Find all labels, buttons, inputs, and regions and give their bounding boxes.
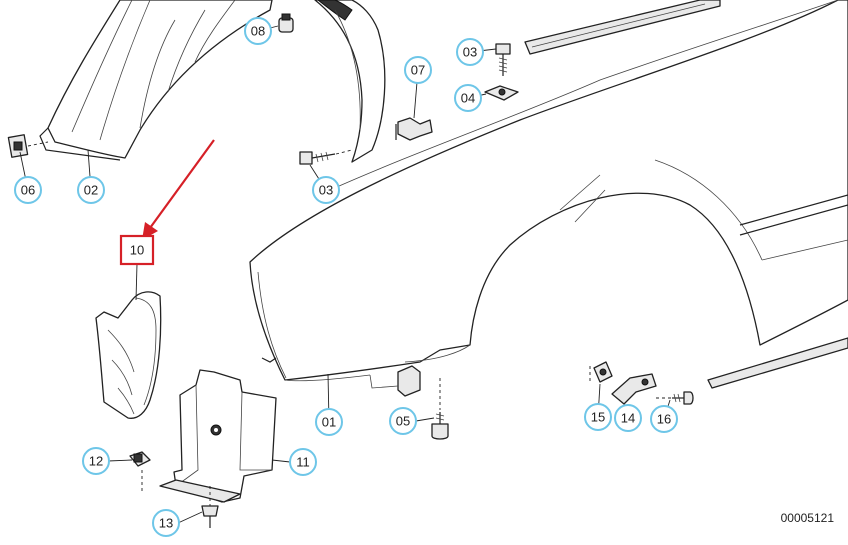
callout-16[interactable]: 16 [650,405,678,433]
highlight-arrow [142,139,215,240]
part-07-plastic-rivet[interactable] [395,117,433,141]
svg-text:03: 03 [463,45,477,60]
svg-text:01: 01 [322,415,336,430]
inner-arch-shield[interactable] [314,0,386,163]
part-04-clip-nut[interactable] [484,85,519,101]
part-03-bolt-lower[interactable] [299,149,353,165]
part-06-clip[interactable] [7,134,49,158]
callout-03-lower[interactable]: 03 [312,176,340,204]
svg-text:05: 05 [396,414,410,429]
part-13-screw[interactable] [201,486,219,528]
part-12-clip-nut[interactable] [129,451,151,494]
drawing-number: 00005121 [780,511,834,525]
part-16-screw[interactable] [656,391,694,405]
part-11-underbody-cover[interactable] [159,369,277,503]
callout-12[interactable]: 12 [82,447,110,475]
callout-03-upper[interactable]: 03 [456,38,484,66]
svg-text:08: 08 [251,24,265,39]
part-15-clip[interactable] [589,361,613,384]
svg-text:06: 06 [21,183,35,198]
callout-06[interactable]: 06 [14,176,42,204]
part-05-bolt[interactable] [431,378,449,440]
svg-text:13: 13 [159,516,173,531]
svg-text:16: 16 [657,412,671,427]
svg-text:14: 14 [621,411,635,426]
svg-text:10: 10 [130,243,144,258]
svg-text:12: 12 [89,454,103,469]
callout-04[interactable]: 04 [454,84,482,112]
callout-01[interactable]: 01 [315,408,343,436]
svg-text:03: 03 [319,183,333,198]
svg-text:02: 02 [84,183,98,198]
part-01-front-fender[interactable] [249,0,848,397]
svg-text:04: 04 [461,91,475,106]
part-08-grommet[interactable] [278,13,294,33]
callout-15[interactable]: 15 [584,403,612,431]
part-02-wheel-arch-liner[interactable] [39,0,273,161]
callout-14[interactable]: 14 [614,404,642,432]
svg-text:11: 11 [296,455,310,470]
door-trim-strip[interactable] [524,0,721,55]
callout-02[interactable]: 02 [77,176,105,204]
svg-text:15: 15 [591,410,605,425]
callout-08[interactable]: 08 [244,17,272,45]
part-14-bracket[interactable] [611,373,657,405]
part-03-bolt-upper[interactable] [495,43,511,76]
callout-13[interactable]: 13 [152,509,180,537]
part-10-splash-guard[interactable] [95,291,162,419]
callout-10-highlighted[interactable]: 10 [119,234,155,266]
callout-05[interactable]: 05 [389,407,417,435]
callout-11[interactable]: 11 [289,448,317,476]
callout-07[interactable]: 07 [404,56,432,84]
svg-text:07: 07 [411,63,425,78]
